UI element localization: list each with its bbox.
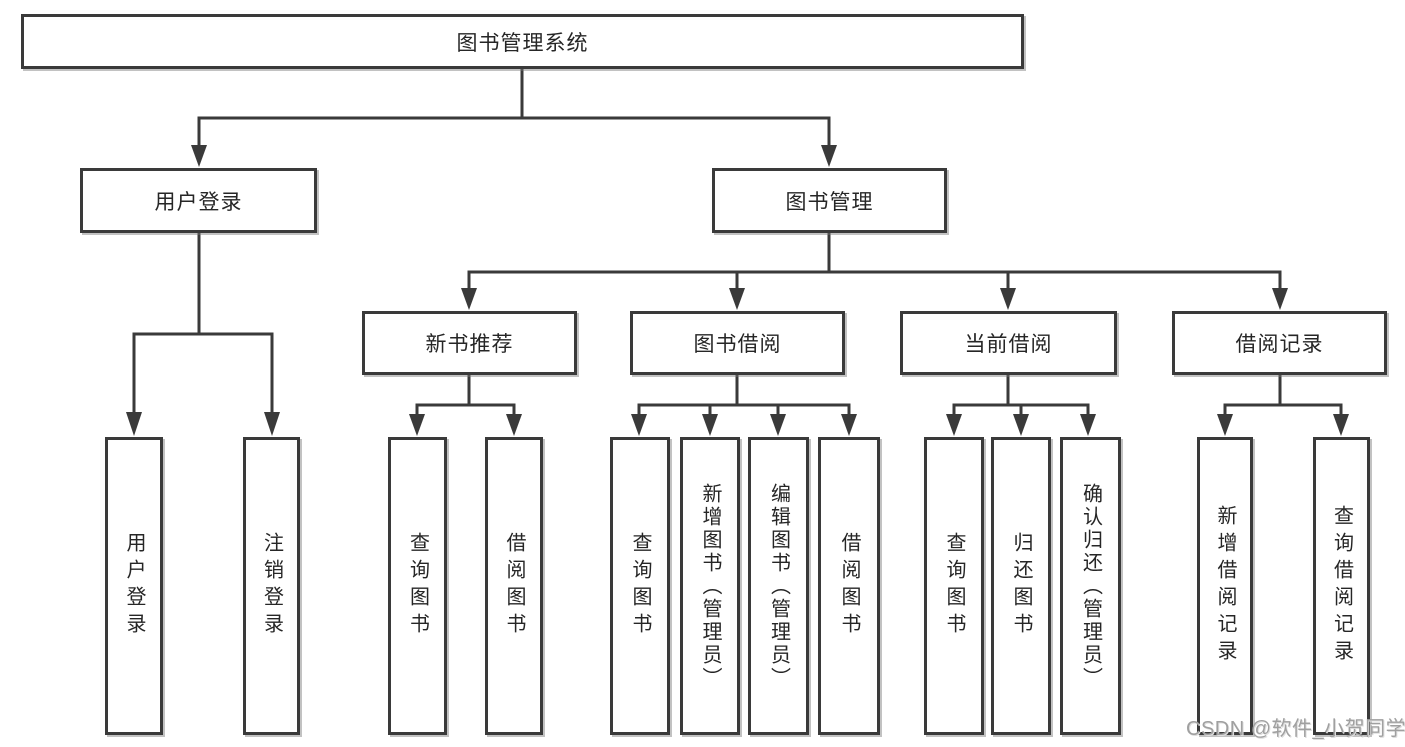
node-root-system: 图书管理系统	[21, 14, 1024, 69]
leaf-user-login: 用户登录	[105, 437, 163, 735]
leaf-query-books-2: 查询图书	[610, 437, 670, 735]
node-label: 借阅图书	[503, 532, 525, 640]
node-label: 新书推荐	[425, 333, 514, 356]
node-new-book-recommend: 新书推荐	[362, 311, 577, 375]
node-label: 查询图书	[943, 532, 965, 640]
node-book-management: 图书管理	[712, 168, 947, 233]
leaf-return-book: 归还图书	[991, 437, 1051, 735]
leaf-add-book-admin: 新增图书（管理员）	[680, 437, 740, 735]
node-label: 图书管理	[785, 190, 874, 214]
leaf-query-borrow-record: 查询借阅记录	[1313, 437, 1370, 735]
node-label: 图书借阅	[693, 333, 782, 356]
node-label: 当前借阅	[964, 333, 1053, 356]
node-label: 查询图书	[629, 532, 651, 640]
leaf-confirm-return-admin: 确认归还（管理员）	[1060, 437, 1121, 735]
leaf-logout: 注销登录	[243, 437, 300, 735]
node-label: 用户登录	[123, 532, 145, 640]
leaf-borrow-books-2: 借阅图书	[818, 437, 880, 735]
leaf-edit-book-admin: 编辑图书（管理员）	[748, 437, 809, 735]
node-label: 查询图书	[406, 532, 429, 640]
node-label: 新增借阅记录	[1214, 505, 1236, 667]
node-label: 编辑图书（管理员）	[767, 482, 790, 690]
node-user-login: 用户登录	[80, 168, 317, 233]
node-label: 查询借阅记录	[1330, 505, 1353, 667]
node-label: 用户登录	[154, 190, 243, 214]
node-label: 确认归还（管理员）	[1079, 482, 1102, 690]
leaf-query-books-1: 查询图书	[388, 437, 447, 735]
node-label: 新增图书（管理员）	[699, 482, 721, 690]
node-borrowing-records: 借阅记录	[1172, 311, 1387, 375]
leaf-add-borrow-record: 新增借阅记录	[1197, 437, 1253, 735]
node-book-borrowing: 图书借阅	[630, 311, 845, 375]
node-current-borrowing: 当前借阅	[900, 311, 1117, 375]
node-label: 借阅图书	[838, 532, 860, 640]
node-label: 注销登录	[260, 532, 283, 640]
node-label: 图书管理系统	[456, 31, 589, 55]
node-label: 归还图书	[1010, 532, 1032, 640]
leaf-query-books-3: 查询图书	[924, 437, 984, 735]
leaf-borrow-books-1: 借阅图书	[485, 437, 543, 735]
node-label: 借阅记录	[1235, 333, 1324, 356]
watermark: CSDN @软件_小贺同学	[1186, 718, 1405, 740]
